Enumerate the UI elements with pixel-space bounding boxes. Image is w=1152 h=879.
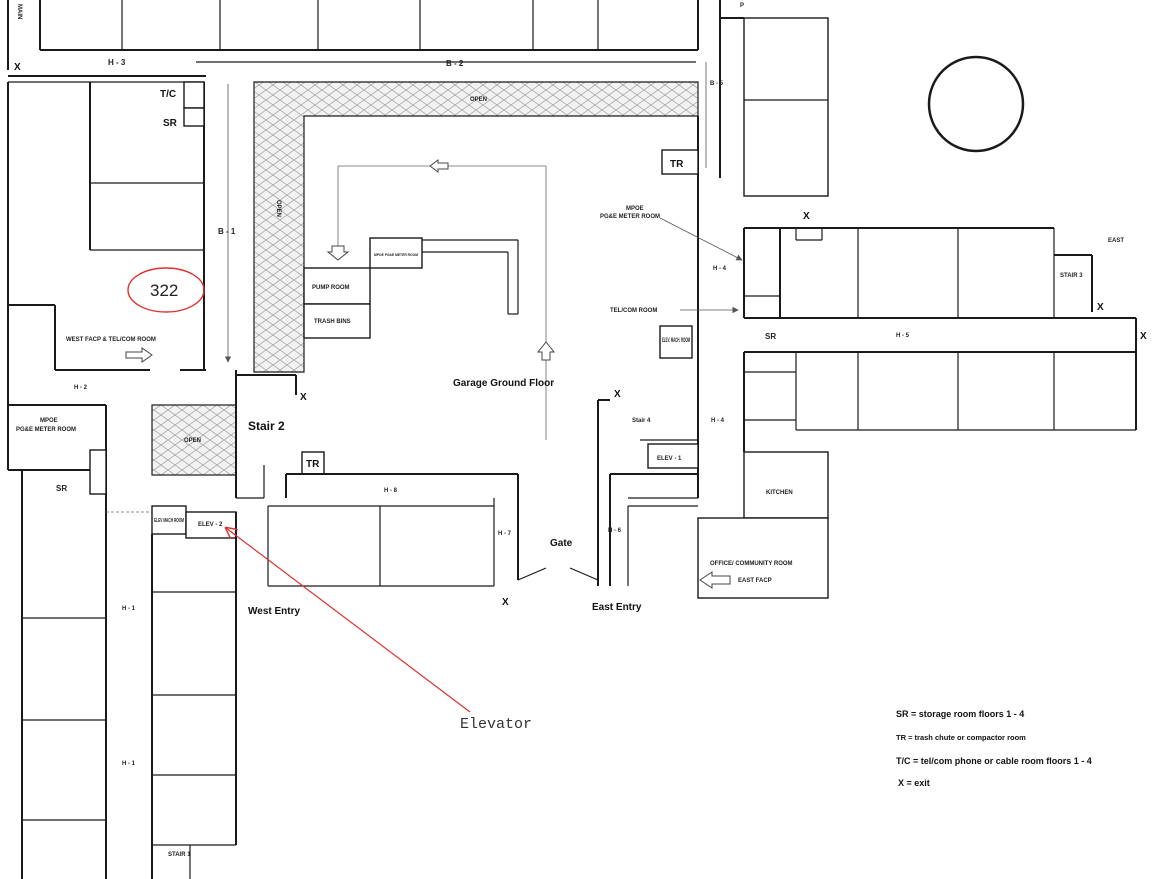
b1-label: B - 1: [218, 227, 236, 236]
tr-center-label: TR: [306, 459, 320, 470]
mpoe-west-label: MPOE: [40, 418, 58, 424]
legend: SR = storage room floors 1 - 4 TR = tras…: [896, 709, 1092, 788]
west-facp-label: WEST FACP & TEL/COM ROOM: [66, 337, 156, 343]
b5-label: B - 5: [710, 81, 724, 87]
arrow-left-icon: [429, 159, 449, 173]
h6-label: H - 6: [608, 528, 622, 534]
open-side-label: OPEN: [275, 200, 281, 217]
legend-item: T/C = tel/com phone or cable room floors…: [896, 756, 1092, 766]
h7-label: H - 7: [498, 531, 512, 537]
center-west-column: [151, 370, 297, 879]
legend-item: X = exit: [898, 778, 930, 788]
exit-marker-icon: X: [502, 597, 509, 608]
east-facp-label: EAST FACP: [738, 578, 772, 584]
exit-marker-icon: X: [14, 62, 21, 73]
arrow-left-icon: [699, 571, 731, 589]
h8-label: H - 8: [384, 488, 398, 494]
tc-label: T/C: [160, 89, 176, 100]
sr-west-top-label: SR: [163, 118, 178, 129]
telcom-room-label: TEL/COM ROOM: [610, 308, 657, 314]
east-rooms: [659, 0, 1137, 599]
arrow-right-icon: [125, 347, 153, 363]
b2-label: B - 2: [446, 59, 464, 68]
office-community-room-label: OFFICE/ COMMUNITY ROOM: [710, 561, 793, 567]
round-feature: [927, 55, 1025, 153]
elev-1-label: ELEV - 1: [657, 456, 682, 462]
sr-west-label: SR: [56, 484, 67, 493]
open-top-label: OPEN: [470, 97, 487, 103]
pge-meter-room-east-label: PG&E METER ROOM: [600, 214, 660, 220]
stair-1-label: STAIR 1: [168, 852, 191, 858]
open-center-label: OPEN: [184, 438, 201, 444]
exit-marker-icon: X: [614, 389, 621, 400]
arrow-down-icon: [326, 245, 350, 261]
east-label: EAST: [1108, 238, 1124, 244]
center-south-block: [267, 399, 699, 587]
stair-4-label: Stair 4: [632, 418, 651, 424]
mpoe-east-label: MPOE: [626, 206, 644, 212]
h1-lower-label: H - 1: [122, 761, 136, 767]
legend-item: TR = trash chute or compactor room: [896, 733, 1026, 742]
exit-marker-icon: X: [1140, 331, 1147, 342]
kitchen-label: KITCHEN: [766, 490, 793, 496]
h3-label: H - 3: [108, 58, 126, 67]
tr-north-label: TR: [670, 159, 684, 170]
room-number: 322: [150, 281, 178, 300]
top-west-block: [7, 0, 699, 77]
pump-room-label: PUMP ROOM: [312, 285, 350, 291]
h5-label: H - 5: [896, 333, 910, 339]
h4-north-label: H - 4: [713, 266, 727, 272]
h4-south-label: H - 4: [711, 418, 725, 424]
arrow-up-icon: [536, 341, 556, 361]
room-highlight-ellipse: [127, 267, 205, 313]
west-rooms: [7, 81, 206, 879]
main-side-label: MAIN: [16, 4, 22, 19]
exit-marker-icon: X: [803, 211, 810, 222]
gate-label: Gate: [550, 538, 573, 549]
stair-3-label: STAIR 3: [1060, 273, 1083, 279]
legend-item: SR = storage room floors 1 - 4: [896, 709, 1024, 719]
elev-2-label: ELEV - 2: [198, 522, 223, 528]
elev-mach-room-east-label: ELEV. MACH. ROOM: [662, 338, 690, 344]
trash-bins-label: TRASH BINS: [314, 319, 351, 325]
sr-east-label: SR: [765, 332, 776, 341]
elevator-callout-arrow: [226, 528, 471, 713]
pge-meter-room-west-label: PG&E METER ROOM: [16, 427, 76, 433]
p-label: P: [740, 3, 744, 9]
exit-marker-icon: X: [1097, 302, 1104, 313]
east-entry-label: East Entry: [592, 602, 642, 613]
stair-2-label: Stair 2: [248, 419, 285, 433]
exit-marker-icon: X: [300, 392, 307, 403]
elevator-callout: Elevator: [460, 716, 532, 733]
elev-mach-room-west-label: ELEV MACH ROOM: [154, 518, 184, 524]
h1-upper-label: H - 1: [122, 606, 136, 612]
garage-open-areas: [253, 81, 699, 498]
west-entry-label: West Entry: [248, 606, 300, 617]
mpoe-small-label: MPOE PG&E METER ROOM: [374, 252, 419, 257]
h2-label: H - 2: [74, 385, 88, 391]
dimension-lines: [224, 62, 743, 363]
garage-ground-floor-label: Garage Ground Floor: [453, 378, 554, 389]
